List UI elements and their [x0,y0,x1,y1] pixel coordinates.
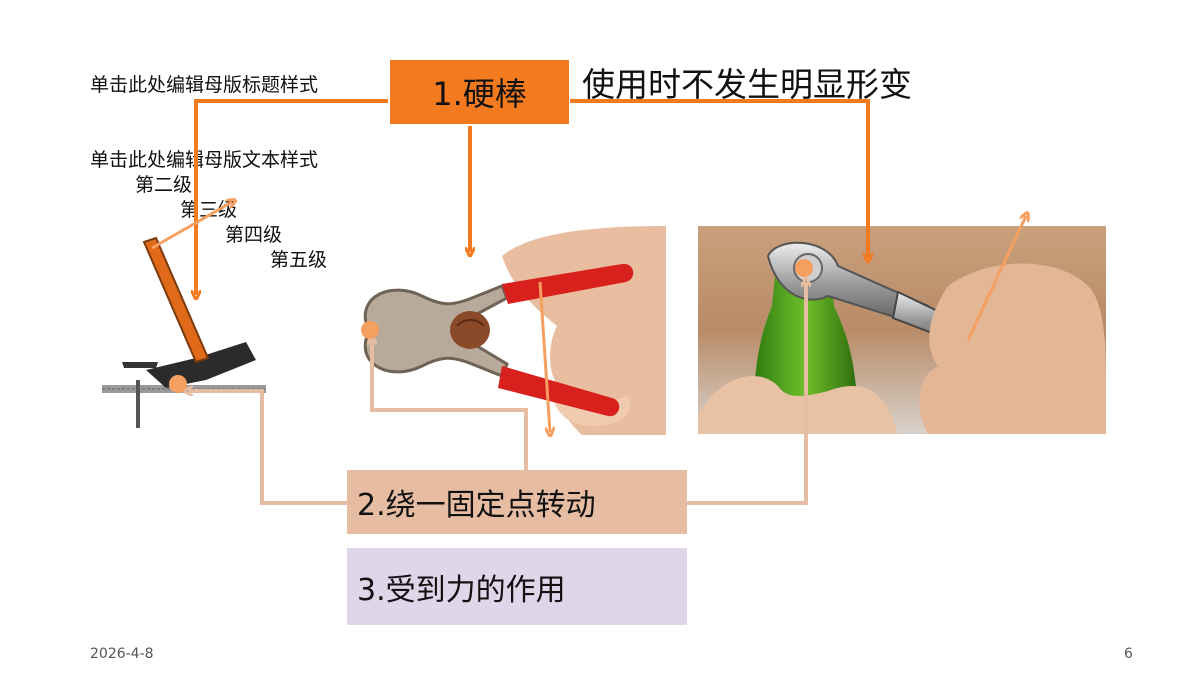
footer-date: 2026-4-8 [90,646,154,662]
nutcracker-photo [352,226,666,435]
body-level-2: 第二级 [135,174,193,196]
body-level-3: 第三级 [180,199,238,221]
rigid-bar-label-box: 1.硬棒 [390,60,569,124]
page-number: 6 [1124,646,1133,662]
body-level-1: 单击此处编辑母版文本样式 [90,149,319,171]
no-deformation-caption: 使用时不发生明显形变 [582,65,912,104]
bottle-opener-photo [698,226,1106,434]
force-applied-label-box: 3.受到力的作用 [347,548,687,625]
hammer-pulling-nail-illustration [96,230,276,430]
template-title-placeholder: 单击此处编辑母版标题样式 [90,74,319,96]
fixed-point-rotation-label-box: 2.绕一固定点转动 [347,470,687,534]
